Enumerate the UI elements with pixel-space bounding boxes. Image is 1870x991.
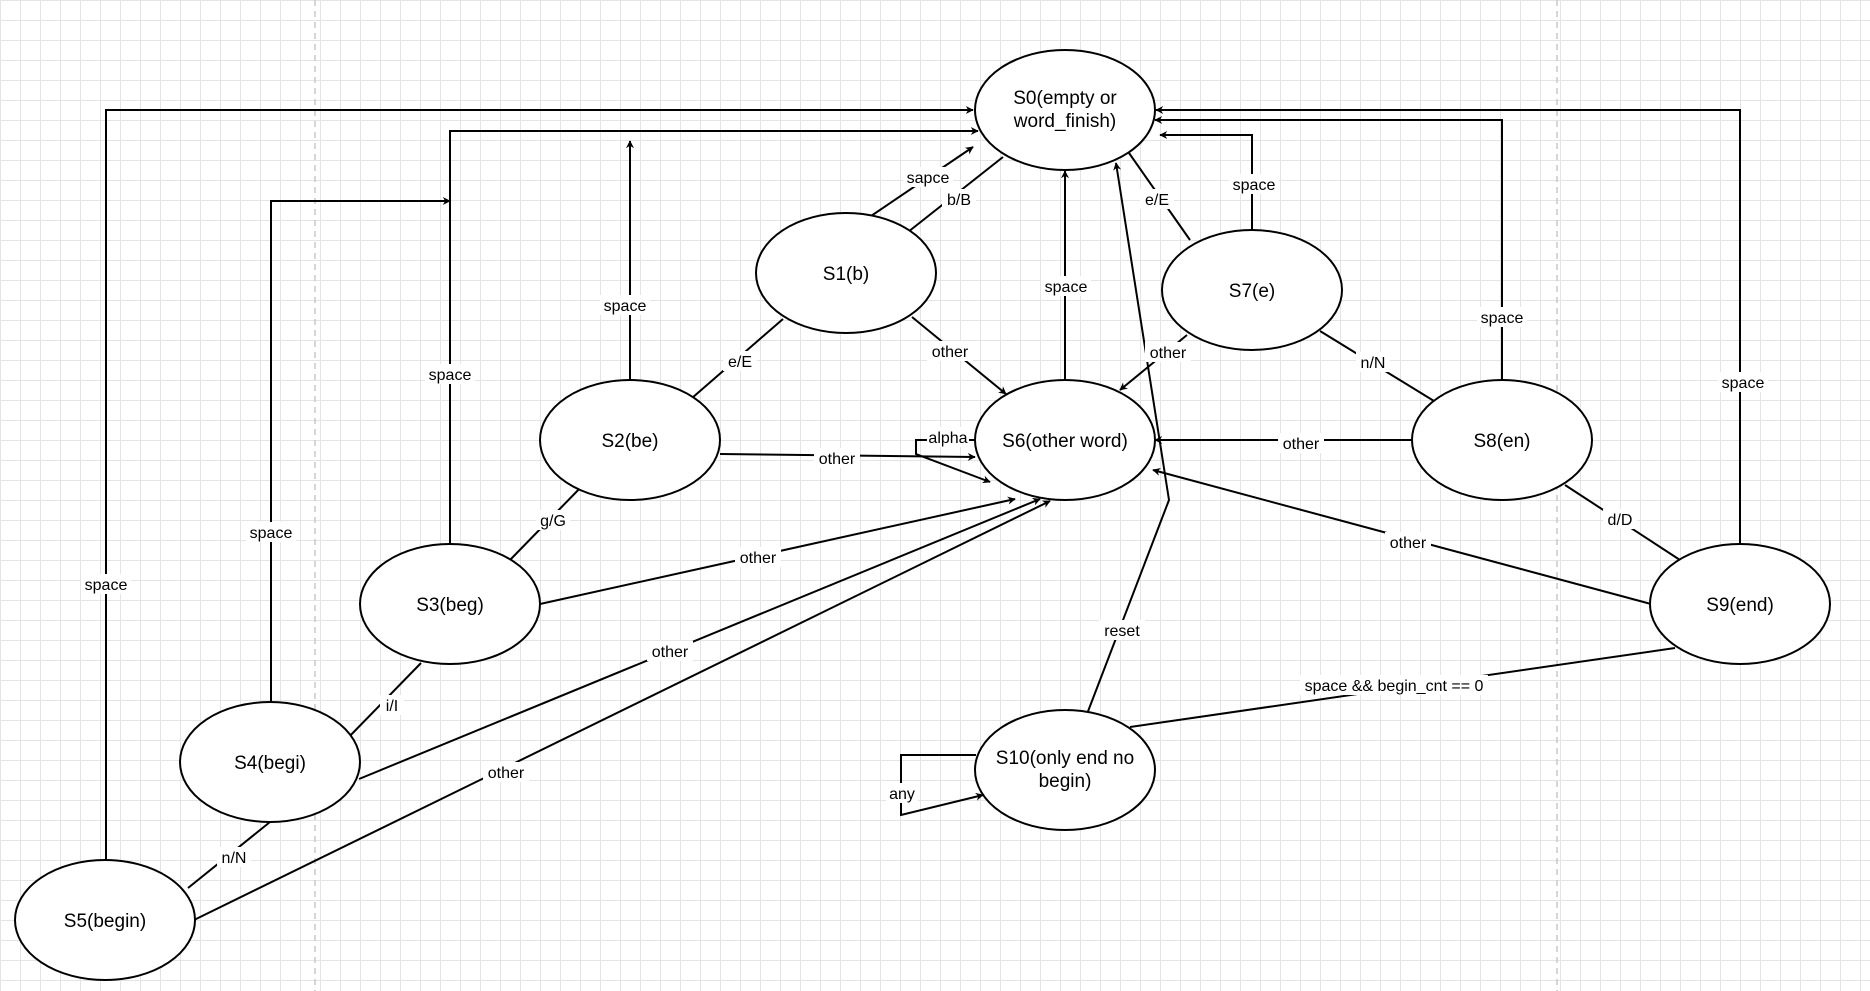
label-s1-s0-space: sapce xyxy=(903,167,953,187)
state-s7: S7(e) xyxy=(1161,229,1343,351)
svg-text:space: space xyxy=(250,525,293,542)
svg-text:other: other xyxy=(819,451,856,468)
svg-text:space: space xyxy=(604,298,647,315)
state-s9: S9(end) xyxy=(1649,543,1831,665)
label-s3-s4-i: i/I xyxy=(380,695,404,715)
svg-text:n/N: n/N xyxy=(222,850,247,867)
svg-text:d/D: d/D xyxy=(1608,512,1633,529)
state-s10: S10(only end no begin) xyxy=(974,709,1156,831)
edge-s8-s0-space xyxy=(1154,116,1503,380)
svg-text:other: other xyxy=(740,550,777,567)
label-s8-s9-d: d/D xyxy=(1603,509,1637,529)
edge-s10-s0-reset xyxy=(1086,162,1171,715)
svg-text:sapce: sapce xyxy=(907,170,950,187)
svg-text:space && begin_cnt == 0: space && begin_cnt == 0 xyxy=(1305,678,1484,695)
label-s1-s2-e: e/E xyxy=(723,351,757,371)
label-s4-s0-space: space xyxy=(246,522,296,542)
edges-layer xyxy=(105,106,1741,921)
svg-text:space: space xyxy=(85,577,128,594)
label-s10-s0-reset: reset xyxy=(1099,620,1145,640)
label-s4-s6-other: other xyxy=(647,641,693,661)
svg-text:other: other xyxy=(488,765,525,782)
svg-text:space: space xyxy=(1045,279,1088,296)
state-s0: S0(empty or word_finish) xyxy=(974,49,1156,171)
svg-text:S3(beg): S3(beg) xyxy=(416,595,484,616)
svg-text:e/E: e/E xyxy=(728,354,752,371)
label-s6-s0-space: space xyxy=(1041,276,1091,296)
state-s1: S1(b) xyxy=(755,212,937,334)
svg-text:space: space xyxy=(1481,310,1524,327)
edge-s7-s0-space xyxy=(1159,131,1253,230)
state-s5: S5(begin) xyxy=(14,859,196,981)
svg-text:space: space xyxy=(429,367,472,384)
label-s9-s10: space && begin_cnt == 0 xyxy=(1300,675,1488,695)
state-s8: S8(en) xyxy=(1411,379,1593,501)
label-s5-s6-other: other xyxy=(483,762,529,782)
state-s3: S3(beg) xyxy=(359,543,541,665)
svg-text:other: other xyxy=(1390,535,1427,552)
svg-text:other: other xyxy=(1150,345,1187,362)
label-s7-s6-other: other xyxy=(1145,342,1191,362)
svg-text:S8(en): S8(en) xyxy=(1473,431,1530,452)
label-s9-s6-other: other xyxy=(1385,532,1431,552)
svg-text:alpha: alpha xyxy=(928,430,967,447)
label-s2-s0-space: space xyxy=(600,295,650,315)
edge-s9-s0-space xyxy=(1155,106,1741,545)
svg-text:S6(other word): S6(other word) xyxy=(1002,431,1128,452)
label-s5-s0-space: space xyxy=(81,574,131,594)
label-s4-s5-n: n/N xyxy=(217,847,251,867)
svg-text:n/N: n/N xyxy=(1361,355,1386,372)
label-s1-s6-other: other xyxy=(927,341,973,361)
svg-text:space: space xyxy=(1722,375,1765,392)
svg-text:g/G: g/G xyxy=(540,513,566,530)
svg-text:begin): begin) xyxy=(1039,771,1092,792)
svg-text:S10(only end no: S10(only end no xyxy=(996,748,1134,769)
svg-text:e/E: e/E xyxy=(1145,192,1169,209)
label-s7-s8-n: n/N xyxy=(1356,352,1390,372)
label-s2-s3-g: g/G xyxy=(536,510,570,530)
edge-s5-s6-other xyxy=(193,500,1051,921)
svg-text:b/B: b/B xyxy=(947,192,971,209)
label-s7-s0-space: space xyxy=(1229,174,1279,194)
state-s2: S2(be) xyxy=(539,379,721,501)
label-s3-s6-other: other xyxy=(735,547,781,567)
label-s10-self-any: any xyxy=(886,783,918,803)
edge-s4-s6-other xyxy=(358,498,1041,780)
edge-s3-s0-space xyxy=(449,127,979,545)
svg-text:S7(e): S7(e) xyxy=(1229,281,1275,302)
state-s6: S6(other word) xyxy=(974,379,1156,501)
edge-s5-s0-space xyxy=(105,106,974,859)
svg-text:S9(end): S9(end) xyxy=(1706,595,1774,616)
label-s9-s0-space: space xyxy=(1718,372,1768,392)
label-s3-s0-space: space xyxy=(425,364,475,384)
state-s4: S4(begi) xyxy=(179,701,361,823)
label-s6-self-alpha: alpha xyxy=(927,427,969,447)
svg-text:word_finish): word_finish) xyxy=(1013,111,1116,132)
label-s2-s6-other: other xyxy=(814,448,860,468)
svg-text:S5(begin): S5(begin) xyxy=(64,911,146,932)
svg-text:other: other xyxy=(652,644,689,661)
label-s0-s7-e: e/E xyxy=(1140,189,1174,209)
svg-text:space: space xyxy=(1233,177,1276,194)
label-s8-s0-space: space xyxy=(1477,307,1527,327)
svg-text:S0(empty or: S0(empty or xyxy=(1013,88,1117,109)
svg-text:S4(begi): S4(begi) xyxy=(234,753,306,774)
svg-text:S1(b): S1(b) xyxy=(823,264,869,285)
svg-text:other: other xyxy=(932,344,969,361)
svg-text:reset: reset xyxy=(1104,623,1140,640)
svg-text:other: other xyxy=(1283,436,1320,453)
label-s8-s6-other: other xyxy=(1278,433,1324,453)
svg-text:any: any xyxy=(889,786,915,803)
svg-text:i/I: i/I xyxy=(386,698,398,715)
label-s0-s1-b: b/B xyxy=(942,189,976,209)
svg-text:S2(be): S2(be) xyxy=(601,431,658,452)
